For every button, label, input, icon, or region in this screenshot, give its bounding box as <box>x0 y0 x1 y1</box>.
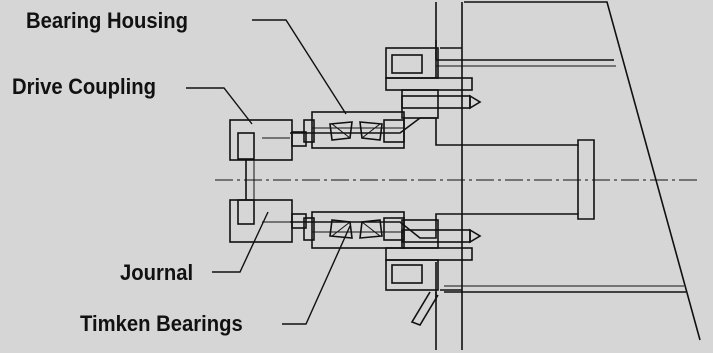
drive-coupling-label: Drive Coupling <box>12 74 156 99</box>
lower-bearing-housing <box>303 211 405 249</box>
upper-seal-stack <box>385 40 482 119</box>
upper-bearing-housing <box>303 111 405 149</box>
lower-seal-stack <box>385 219 482 326</box>
journal-leader <box>212 211 269 273</box>
leader-lines <box>186 19 351 325</box>
timken-bearings-label: Timken Bearings <box>80 311 243 336</box>
journal-label: Journal <box>120 260 194 285</box>
roll-frame <box>435 1 701 350</box>
bearing-housing-label: Bearing Housing <box>26 8 188 33</box>
bearing-housing-leader <box>252 19 347 115</box>
timken-bearings-leader <box>282 225 351 325</box>
drive-coupling <box>229 119 307 243</box>
drive-coupling-leader <box>186 87 253 125</box>
